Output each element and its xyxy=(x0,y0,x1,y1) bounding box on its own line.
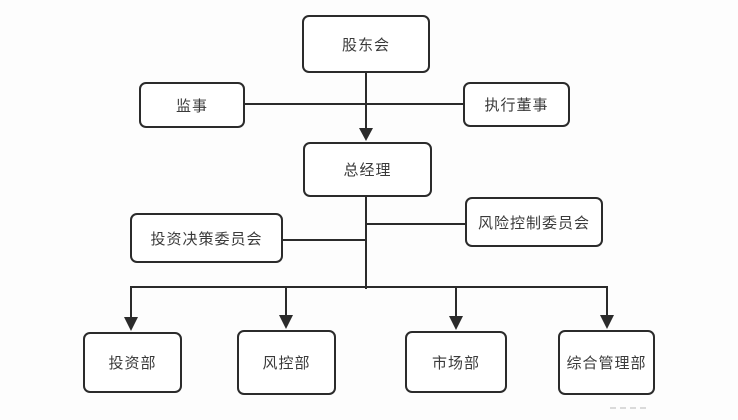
node-general-manager-label: 总经理 xyxy=(343,162,392,179)
watermark-artifact xyxy=(610,407,646,409)
node-general-manager: 总经理 xyxy=(303,142,432,197)
node-supervisor: 监事 xyxy=(139,82,245,128)
node-marketing-dept-label: 市场部 xyxy=(431,354,480,372)
node-investment-dept-label: 投资部 xyxy=(108,355,157,372)
node-executive-director-label: 执行董事 xyxy=(484,97,549,114)
node-risk-control-dept-label: 风控部 xyxy=(262,355,311,372)
node-investment-decision-committee: 投资决策委员会 xyxy=(130,213,283,263)
node-investment-decision-committee-label: 投资决策委员会 xyxy=(150,230,263,248)
node-risk-control-committee: 风险控制委员会 xyxy=(465,197,603,247)
node-executive-director: 执行董事 xyxy=(463,82,570,127)
node-risk-control-dept: 风控部 xyxy=(237,330,336,395)
node-supervisor-label: 监事 xyxy=(175,97,208,115)
node-shareholders: 股东会 xyxy=(302,15,430,73)
node-shareholders-label: 股东会 xyxy=(341,36,390,54)
node-marketing-dept: 市场部 xyxy=(405,331,507,393)
node-general-management-dept-label: 综合管理部 xyxy=(566,355,647,372)
node-investment-dept: 投资部 xyxy=(83,332,182,393)
node-risk-control-committee-label: 风险控制委员会 xyxy=(477,214,590,232)
node-general-management-dept: 综合管理部 xyxy=(558,330,655,395)
